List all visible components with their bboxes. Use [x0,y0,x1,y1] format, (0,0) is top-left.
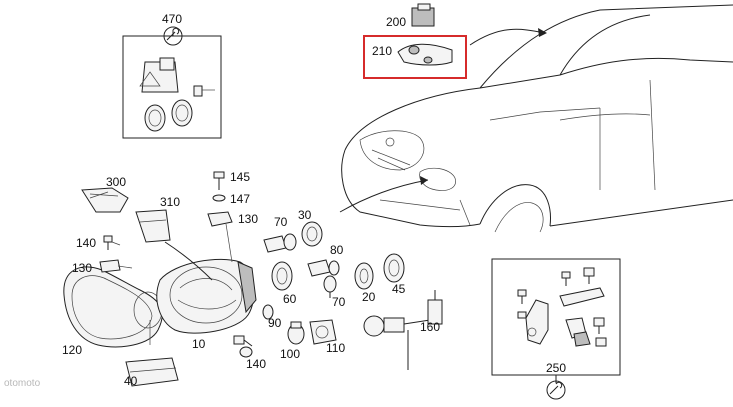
label-45: 45 [392,282,406,296]
label-130-top: 130 [238,212,258,226]
part-labels: 470 200 210 300 310 145 147 130 140 130 … [62,12,566,388]
label-200: 200 [386,15,406,29]
arrow-head-2 [538,28,547,37]
car-illustration [341,4,733,233]
kit-470-box [122,26,222,139]
label-70-top: 70 [274,215,288,229]
label-60: 60 [283,292,297,306]
arrow-head-1 [420,176,428,185]
label-145: 145 [230,170,250,184]
wrench-icon-250 [549,381,563,395]
label-70-bottom: 70 [332,295,346,309]
label-300: 300 [106,175,126,189]
label-250: 250 [546,361,566,375]
wrench-icon [166,27,180,41]
arrow-to-headlight [339,179,429,213]
label-147: 147 [230,192,250,206]
label-120: 120 [62,343,82,357]
part-210 [397,43,453,66]
label-470: 470 [162,12,182,26]
label-10: 10 [192,337,206,351]
label-110: 110 [326,341,345,355]
label-80: 80 [330,243,344,257]
bulbs-and-sockets [233,221,443,370]
label-160: 160 [420,320,440,334]
label-140-left: 140 [76,236,96,250]
highlight-box-210 [363,35,467,79]
label-140-bottom: 140 [246,357,266,371]
label-90: 90 [268,316,282,330]
label-30: 30 [298,208,312,222]
label-40: 40 [124,374,138,388]
part-200 [411,3,435,27]
label-210: 210 [372,44,392,58]
label-130-left: 130 [72,261,92,275]
arrow-to-roof [469,28,546,46]
label-100: 100 [280,347,300,361]
label-310: 310 [160,195,180,209]
label-20: 20 [362,290,376,304]
kit-250-box [491,258,621,400]
headlight-assembly [63,171,257,387]
watermark: otomoto [4,378,41,389]
